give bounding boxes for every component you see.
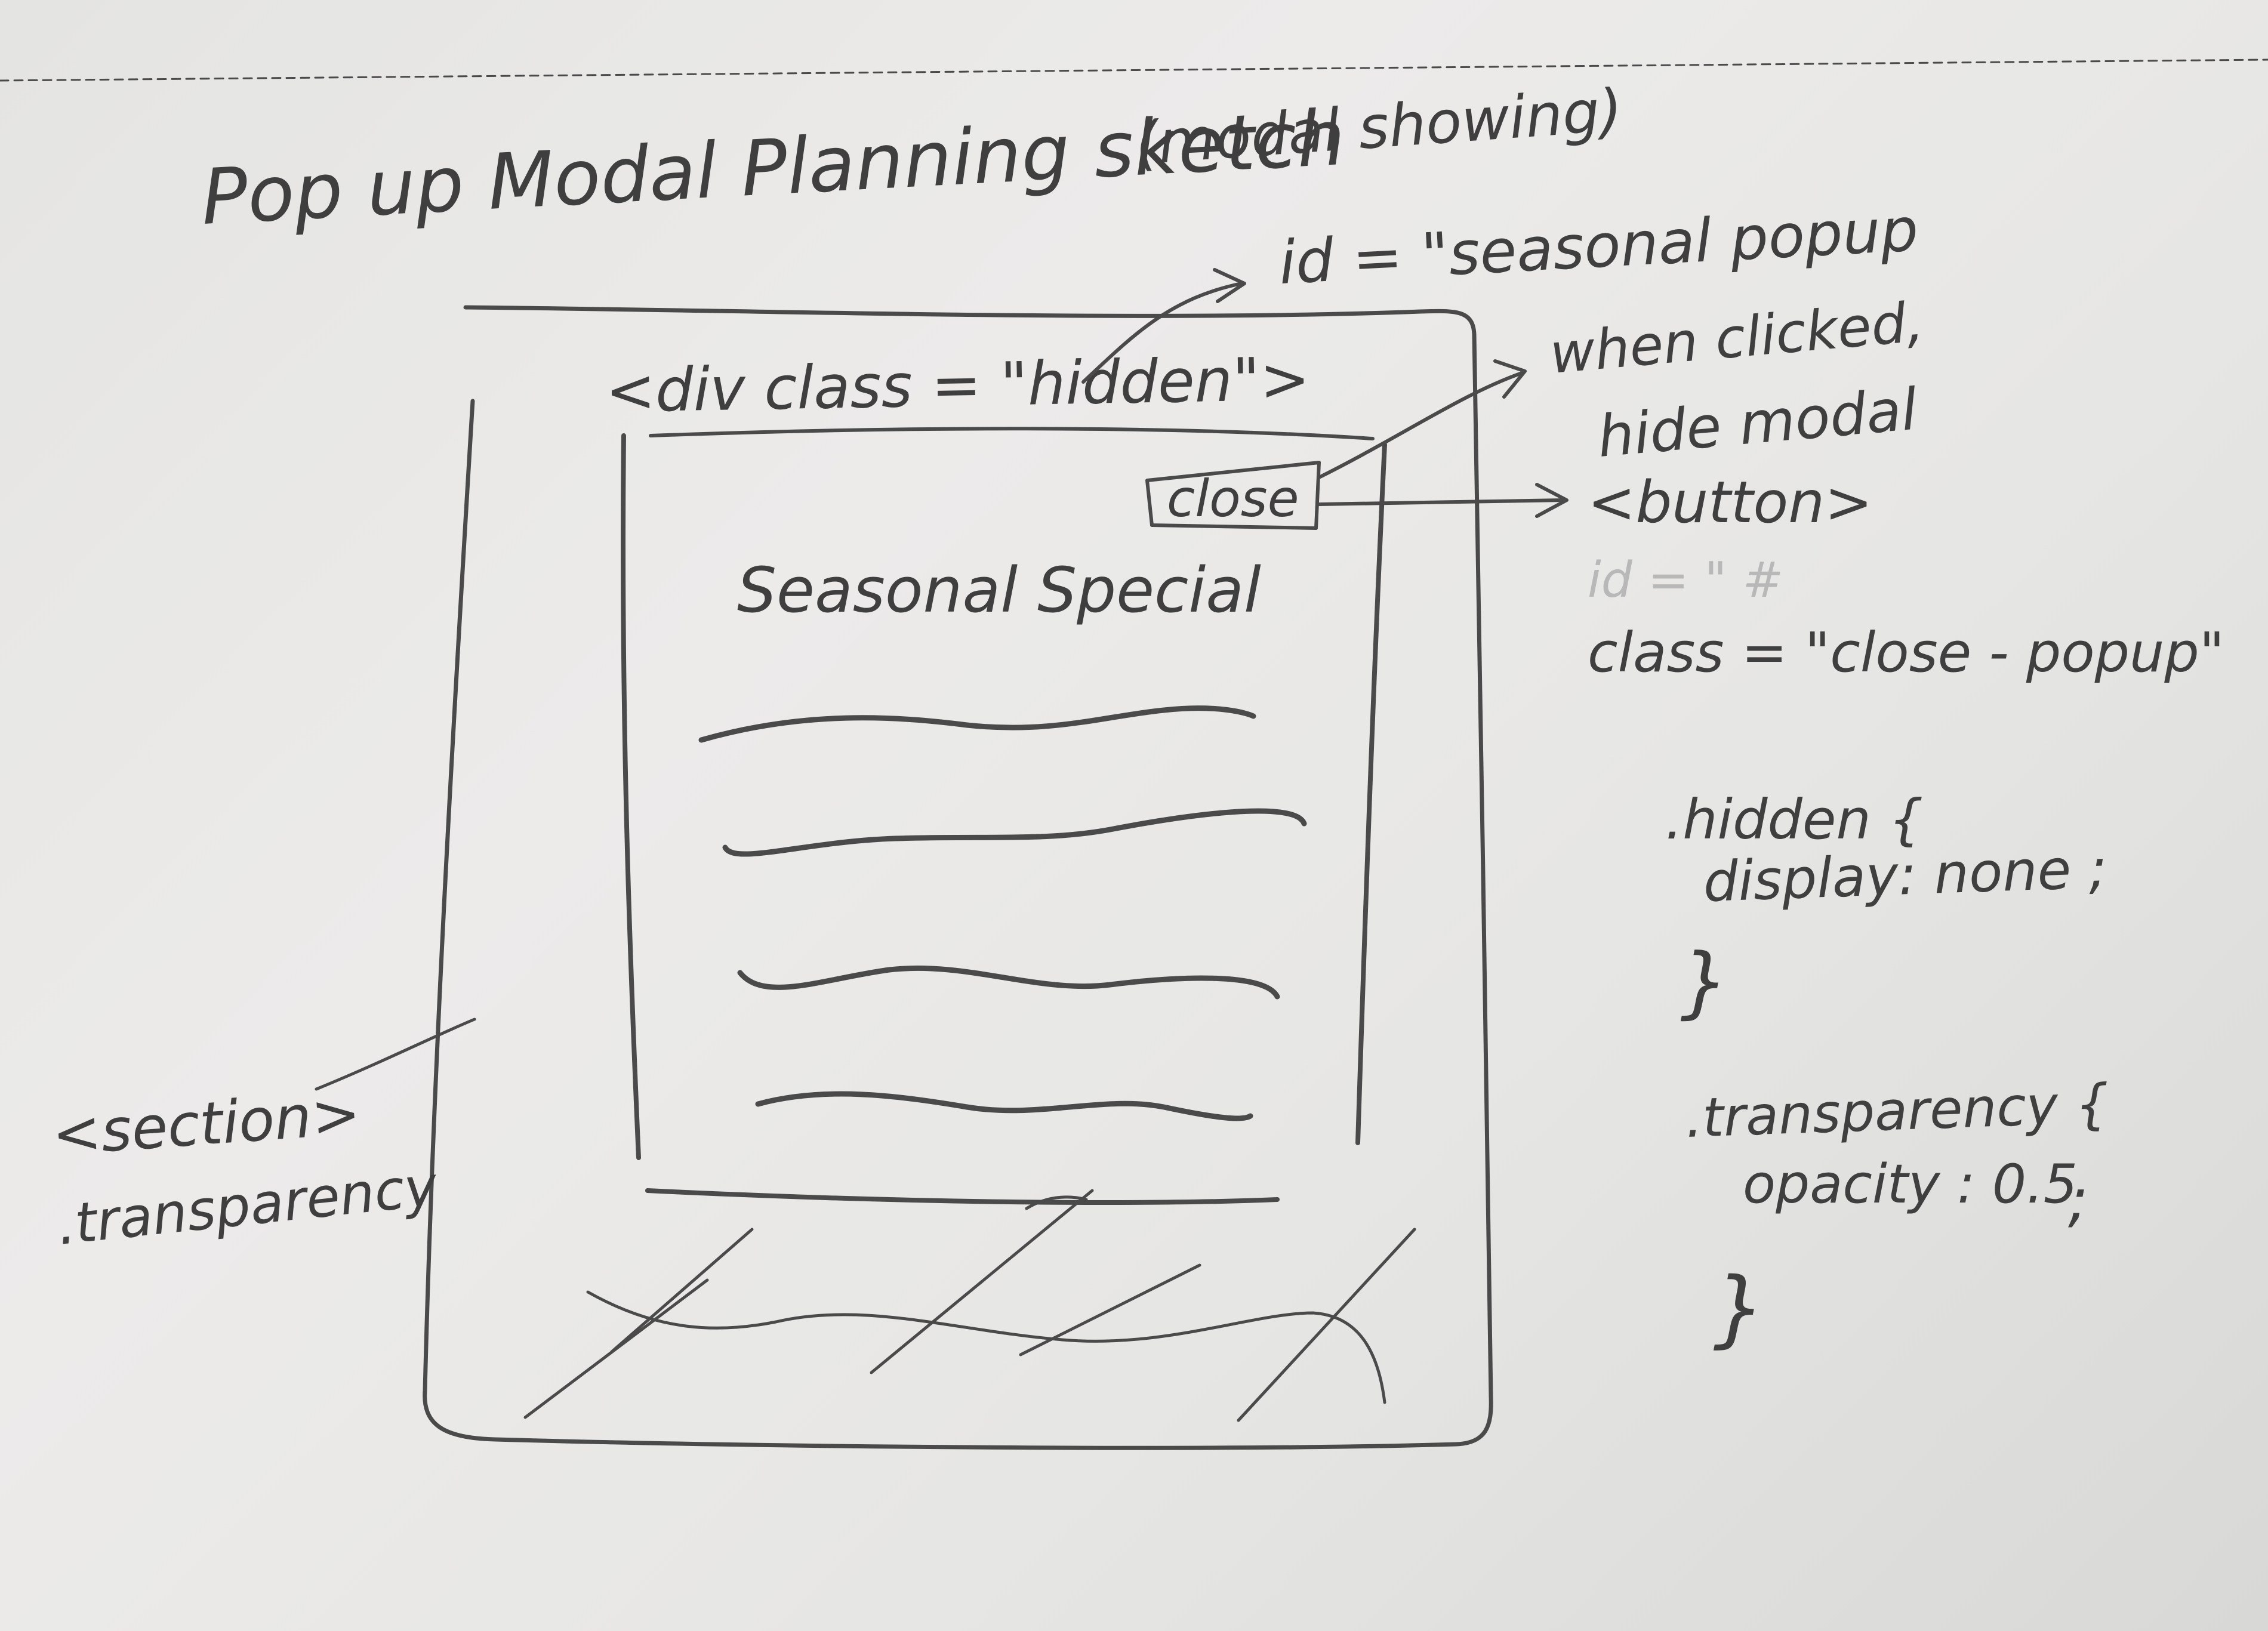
- modal-heading: Seasonal Special: [737, 554, 1261, 627]
- arrow-div-to-id: [1081, 282, 1243, 384]
- overlay-hatching: [523, 1189, 1416, 1422]
- css-transparency-semicolon: ;: [2068, 1165, 2088, 1235]
- placeholder-text-line: [755, 1091, 1253, 1121]
- modal-box-bottom: [645, 1188, 1280, 1205]
- placeholder-text-line: [737, 965, 1280, 1000]
- placeholder-text-line: [722, 808, 1307, 857]
- section-overlay-outline: [423, 305, 1493, 1450]
- css-transparency-selector: .transparency {: [1684, 1072, 2110, 1150]
- css-hidden-close: }: [1680, 936, 1730, 1027]
- arrow-close-to-click-note-head: [1493, 359, 1527, 399]
- css-hidden-selector: .hidden {: [1665, 788, 1924, 852]
- section-tag-label: <section>: [50, 1080, 363, 1169]
- arrow-close-to-button-tag: [1317, 498, 1566, 506]
- sketch-title-note: (modal showing): [1133, 76, 1625, 178]
- close-button[interactable]: close: [1145, 461, 1321, 530]
- paper-fold-line: [0, 58, 2268, 82]
- placeholder-text-line: [698, 705, 1256, 743]
- section-class-label: .transparency: [54, 1154, 441, 1257]
- arrow-close-to-button-tag-head: [1535, 483, 1569, 518]
- modal-box-right: [1355, 442, 1387, 1145]
- section-leader-line: [315, 1018, 476, 1091]
- arrow-close-to-click-note: [1317, 371, 1524, 479]
- button-tag-label: <button>: [1588, 469, 1873, 536]
- modal-box-outline: [621, 433, 641, 1160]
- css-transparency-rule: opacity : 0.5: [1743, 1153, 2078, 1216]
- css-hidden-rule: display: none ;: [1702, 836, 2108, 914]
- faint-id-note: id = " #: [1588, 552, 1783, 609]
- modal-box-top: [649, 427, 1375, 440]
- css-transparency-close: }: [1713, 1260, 1766, 1357]
- arrow-div-to-id-head: [1213, 268, 1246, 303]
- click-note-line1: when clicked,: [1548, 290, 1926, 386]
- click-note-line2: hide modal: [1595, 376, 1920, 470]
- popup-id-note: id = "seasonal popup: [1277, 195, 1920, 298]
- div-hidden-label: <div class = "hidden">: [605, 344, 1310, 426]
- class-note: class = "close - popup": [1588, 621, 2224, 685]
- close-button-label: close: [1167, 469, 1299, 529]
